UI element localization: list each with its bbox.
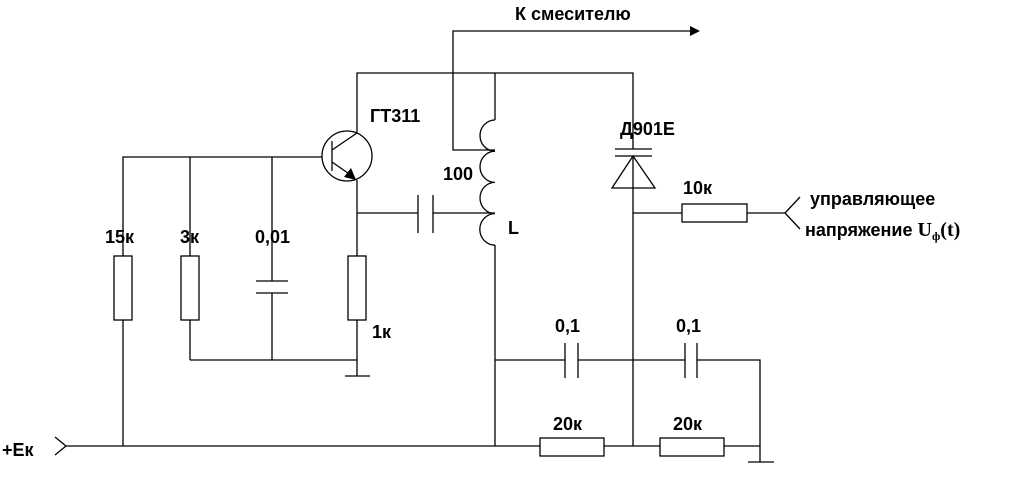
resistor-20k-b-label: 20к [673, 414, 703, 434]
capacitor-0-1-a [495, 343, 633, 378]
supply-label: +Eк [2, 440, 35, 460]
inductor-turns-label: 100 [443, 164, 473, 184]
diode-label: Д901Е [620, 119, 675, 139]
resistor-20k-a-label: 20к [553, 414, 583, 434]
capacitor-0-1-b-label: 0,1 [676, 316, 701, 336]
capacitor-0-01-label: 0,01 [255, 227, 290, 247]
resistor-10k [681, 203, 748, 223]
resistor-1k-label: 1к [372, 322, 392, 342]
capacitor-0-1-b [633, 343, 761, 462]
resistor-3k-label: 3к [180, 227, 200, 247]
resistor-20k-b [659, 437, 725, 457]
transistor-label: ГТ311 [370, 106, 420, 126]
resistor-20k-a [539, 437, 605, 457]
capacitor-0-01 [256, 280, 288, 360]
resistor-1k [347, 255, 367, 321]
transistor-symbol [321, 130, 373, 256]
mixer-output-wire [452, 26, 700, 151]
control-label-line1: управляющее [810, 189, 935, 209]
base-wire [122, 156, 322, 446]
inductor-coil [479, 119, 496, 246]
resistor-10k-label: 10к [683, 178, 713, 198]
control-label-line2: напряжение Uф(t) [805, 219, 960, 243]
mixer-output-label: К смесителю [515, 4, 631, 24]
inductor-label: L [508, 218, 519, 238]
coupling-capacitor [357, 195, 495, 233]
supply-terminal [54, 436, 68, 456]
resistor-15k [113, 255, 133, 321]
resistor-15k-label: 15к [105, 227, 135, 247]
varicap-diode [610, 148, 657, 446]
resistor-3k [180, 255, 200, 321]
capacitor-0-1-a-label: 0,1 [555, 316, 580, 336]
control-input-terminal [784, 196, 801, 230]
